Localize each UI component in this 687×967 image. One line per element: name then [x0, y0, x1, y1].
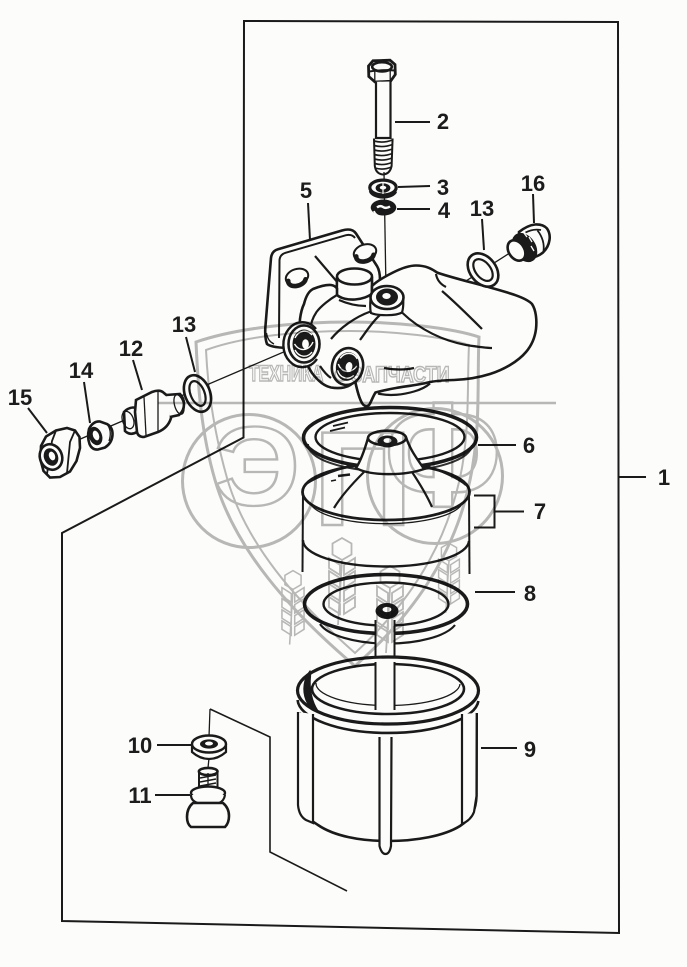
svg-text:12: 12	[119, 336, 143, 361]
svg-text:3: 3	[437, 175, 449, 200]
svg-text:ЗАПЧАСТИ: ЗАПЧАСТИ	[351, 363, 450, 387]
svg-text:Ф: Ф	[384, 372, 501, 538]
svg-text:8: 8	[524, 581, 536, 606]
svg-text:16: 16	[521, 171, 545, 196]
svg-text:11: 11	[128, 783, 151, 808]
svg-text:4: 4	[438, 198, 451, 223]
svg-text:13: 13	[470, 196, 494, 221]
svg-text:П: П	[313, 404, 412, 554]
svg-text:ТЕХНИКА: ТЕХНИКА	[249, 361, 323, 386]
svg-text:7: 7	[534, 499, 546, 524]
svg-text:6: 6	[523, 433, 535, 458]
svg-text:1: 1	[658, 465, 670, 490]
svg-text:2: 2	[437, 109, 449, 134]
svg-text:9: 9	[524, 737, 536, 762]
svg-text:5: 5	[300, 178, 312, 203]
svg-text:10: 10	[128, 733, 152, 758]
svg-text:15: 15	[8, 385, 32, 410]
svg-text:Э: Э	[214, 403, 300, 529]
svg-text:14: 14	[69, 358, 94, 383]
svg-text:13: 13	[172, 312, 196, 337]
